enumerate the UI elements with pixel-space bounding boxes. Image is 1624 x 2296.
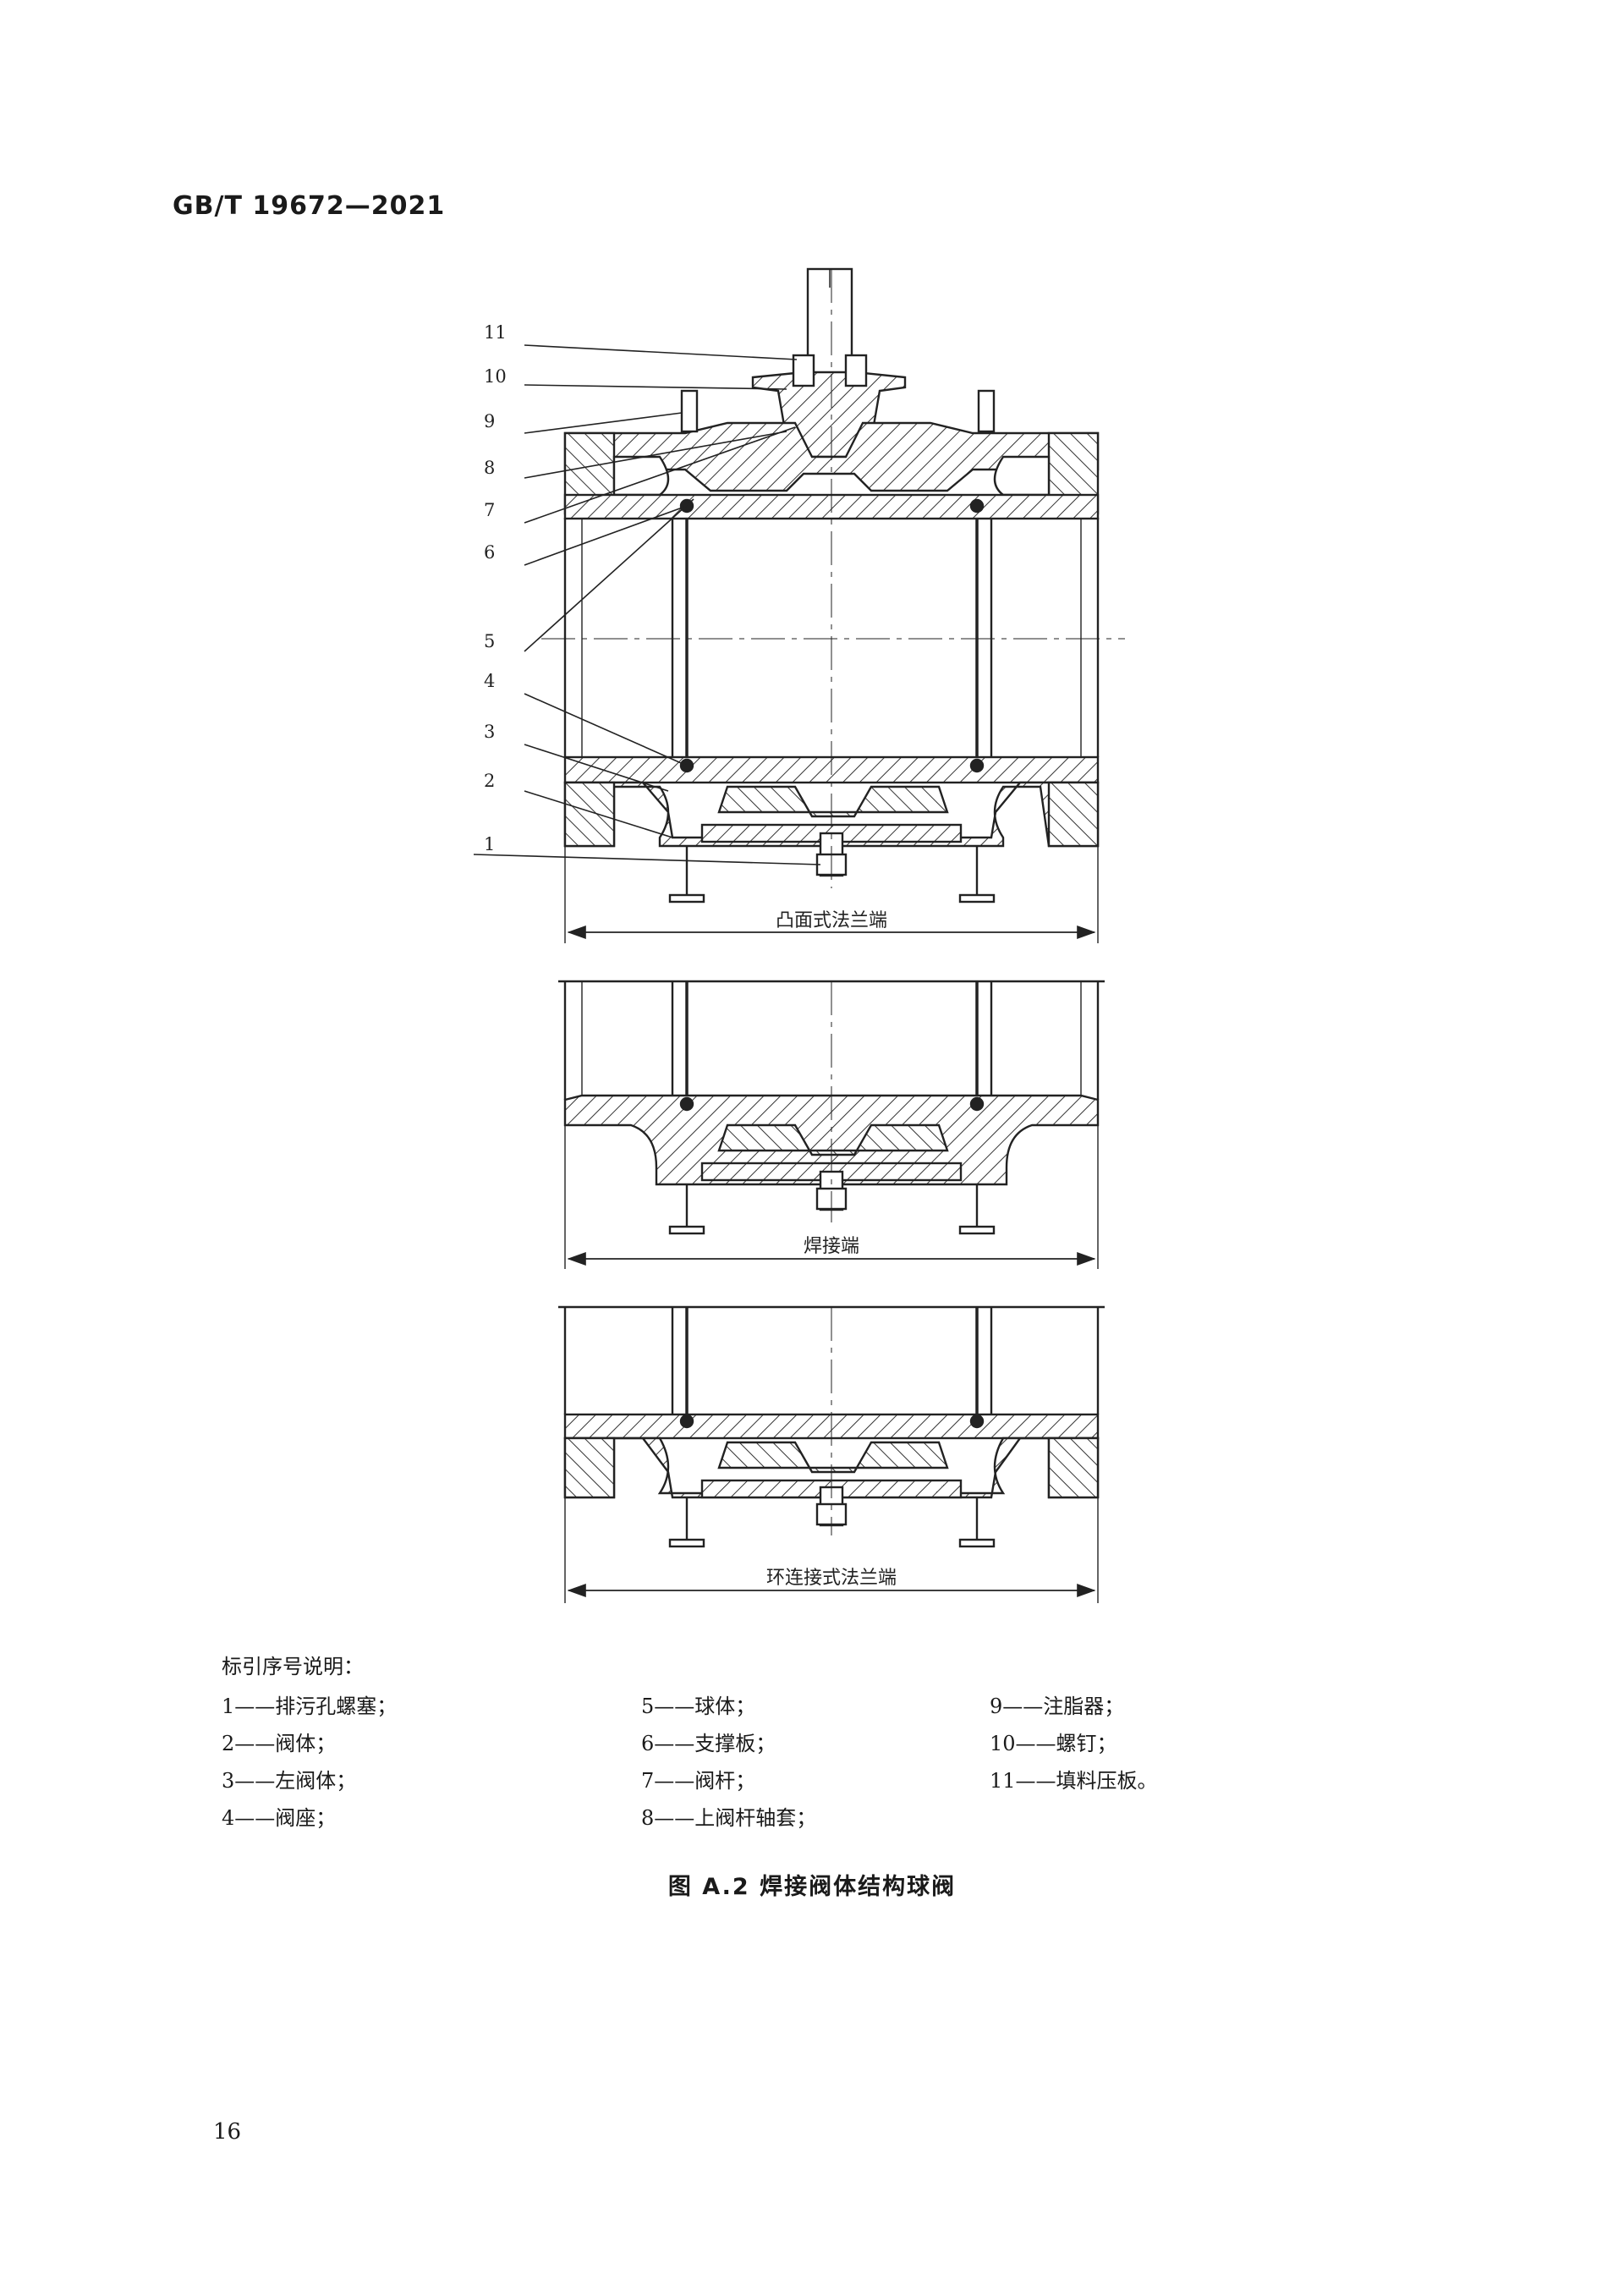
legend-item: 7——阀杆； [641,1769,756,1793]
callout-5: 5 [484,631,495,651]
legend-item: 3——左阀体； [222,1769,357,1793]
legend-column-2: 5——球体； 6——支撑板； 7——阀杆； 8——上阀杆轴套； [641,1688,816,1837]
view-raised-face [541,267,1125,943]
callout-9: 9 [484,411,495,431]
callout-7: 7 [484,500,495,520]
legend-item: 8——上阀杆轴套； [641,1806,817,1830]
callout-6: 6 [484,542,495,563]
legend-item: 4——阀座； [222,1806,337,1830]
figure-caption: 图 A.2 焊接阀体结构球阀 [667,1874,957,1900]
callout-8: 8 [484,458,495,478]
legend-item: 10——螺钉； [990,1732,1117,1755]
standard-code: GB/T 19672—2021 [173,191,446,221]
view-weld-end [558,980,1105,1269]
callout-numbers: 11 10 9 8 7 6 5 4 3 2 1 [484,322,507,854]
legend-column-3: 9——注脂器； 10——螺钉； 11——填料压板。 [990,1688,1158,1799]
callout-3: 3 [484,722,495,742]
view-ring-joint [558,1305,1105,1603]
callout-1: 1 [484,834,495,854]
callout-11: 11 [484,322,507,343]
callout-2: 2 [484,771,495,791]
legend-item: 9——注脂器； [990,1695,1125,1718]
legend-column-1: 1——排污孔螺塞； 2——阀体； 3——左阀体； 4——阀座； [222,1688,397,1837]
callout-10: 10 [484,366,507,387]
page-number: 16 [213,2119,242,2145]
callout-4: 4 [484,671,495,691]
legend-item: 11——填料压板。 [990,1769,1158,1793]
legend-item: 6——支撑板； [641,1732,776,1755]
legend-item: 1——排污孔螺塞； [222,1695,398,1718]
view-caption-ring-joint: 环连接式法兰端 [766,1568,897,1589]
callout-leaders [473,344,821,865]
view-caption-weld-end: 焊接端 [804,1236,859,1257]
legend-item: 2——阀体； [222,1732,337,1755]
view-caption-raised-face: 凸面式法兰端 [776,910,887,931]
legend-item: 5——球体； [641,1695,756,1718]
legend-title: 标引序号说明： [222,1655,364,1678]
